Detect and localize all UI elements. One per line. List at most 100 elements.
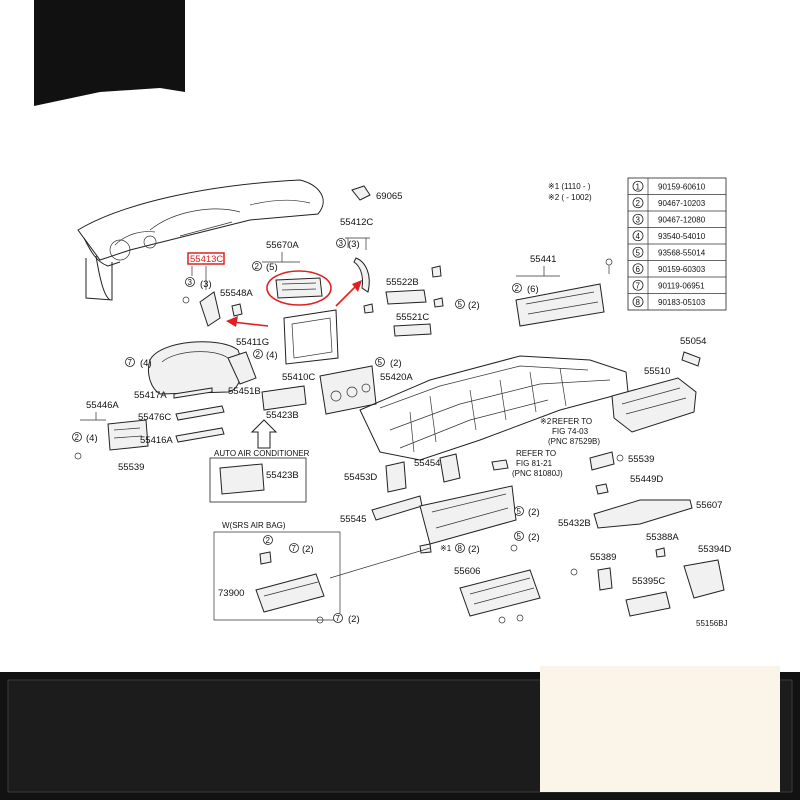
label-55432B: 55432B (558, 518, 591, 529)
label-55453D: 55453D (344, 472, 377, 483)
table-row-part-number: 93540-54010 (658, 232, 706, 241)
label-55394D: 55394D (698, 544, 731, 555)
part-55670A: 55670A 2 (5) (252, 240, 332, 306)
dashboard-outline (77, 179, 324, 301)
table-row-number: 3 (636, 215, 641, 224)
highlight-circle (266, 270, 332, 306)
table-row-number: 4 (636, 232, 641, 241)
label-55451B: 55451B (228, 386, 261, 397)
part-55389: 55389 (570, 552, 616, 591)
qty-55412C: (3) (348, 239, 360, 250)
table-row-number-circle (632, 230, 644, 242)
label-55412C: 55412C (340, 217, 373, 228)
srs-label: W(SRS AIR BAG) (222, 521, 286, 530)
qty-55670A: (5) (266, 262, 278, 273)
diagram-code: 55156BJ (696, 619, 728, 628)
note-2: ※2 ( - 1002) (548, 193, 592, 202)
label-55423B: 55423B (266, 410, 299, 421)
reference-note-1: ※2 REFER TO FIG 74-03 (PNC 87529B) (540, 417, 600, 446)
ref2-line1: REFER TO (516, 449, 556, 458)
label-55510: 55510 (644, 366, 670, 377)
part-55454B: 55454B (414, 453, 461, 483)
label-55449D: 55449D (630, 474, 663, 485)
ref2-line3: (PNC 81080J) (512, 469, 563, 478)
table-row-part-number: 93568-55014 (658, 248, 706, 257)
qty-55432B-c: (2) (468, 544, 480, 555)
part-55432B: 5 (2) 55432B 5 (2) ※1 8 (2) (419, 485, 591, 555)
part-55394D: 55394D (683, 544, 731, 599)
label-55521C: 55521C (396, 312, 429, 323)
srs-airbag-callout: W(SRS AIR BAG) 2 7 (2) 73900 7 (2) (213, 521, 431, 625)
table-row-part-number: 90467-10203 (658, 199, 706, 208)
corner-block (34, 0, 185, 106)
label-55389: 55389 (590, 552, 616, 563)
svg-text:3: 3 (188, 278, 193, 287)
label-55545: 55545 (340, 514, 366, 525)
part-55453D: 55453D (344, 461, 407, 493)
label-55411G: 55411G (236, 337, 269, 348)
table-row-number: 5 (636, 248, 641, 257)
part-55413C: 55413C 3 (3) (182, 252, 225, 327)
svg-text:7: 7 (292, 544, 297, 553)
table-row-part-number: 90159-60610 (658, 182, 706, 191)
label-55607: 55607 (696, 500, 722, 511)
label-55446A: 55446A (86, 400, 119, 411)
ref1-mark: ※2 (540, 417, 552, 426)
svg-text:5: 5 (517, 532, 522, 541)
table-row-number-circle (632, 263, 644, 275)
qty-55432B-a: (2) (528, 507, 540, 518)
label-55606: 55606 (454, 566, 480, 577)
table-row-number-circle (632, 213, 644, 225)
part-55441: 55441 2 (6) (512, 254, 613, 327)
part-55607: 55607 (593, 499, 722, 529)
qty-55432B-b: (2) (528, 532, 540, 543)
label-55539-left: 55539 (118, 462, 144, 473)
table-row-number: 2 (636, 199, 641, 208)
label-55417A: 55417A (134, 390, 167, 401)
part-55606: 55606 (454, 544, 541, 624)
qty-55522B: (2) (468, 300, 480, 311)
ref2-line2: FIG 81-21 (516, 459, 553, 468)
table-row-number-circle (632, 296, 644, 308)
qty-55413C: (3) (200, 279, 212, 290)
auto-ac-label: AUTO AIR CONDITIONER (214, 449, 310, 458)
table-row-part-number: 90467-12080 (658, 215, 706, 224)
part-55410C: 2 (4) 55410C (253, 309, 339, 383)
part-55395C: 55395C (625, 576, 671, 617)
svg-text:2: 2 (515, 284, 520, 293)
ref1-line3: (PNC 87529B) (548, 437, 600, 446)
ref1-line2: FIG 74-03 (552, 427, 589, 436)
svg-text:2: 2 (255, 262, 260, 271)
part-69065: 69065 (351, 185, 402, 202)
part-55412C: 55412C 3 (3) (336, 217, 373, 293)
svg-text:7: 7 (128, 358, 133, 367)
label-55454B: 55454B (414, 458, 447, 469)
bottom-banner (0, 666, 800, 800)
table-row-number: 7 (636, 281, 641, 290)
table-row-number-circle (632, 180, 644, 192)
label-55054: 55054 (680, 336, 706, 347)
qty-55411G: (4) (140, 358, 152, 369)
qty-55410C: (4) (266, 350, 278, 361)
label-55420A: 55420A (380, 372, 413, 383)
part-55388A: 55388A (646, 532, 679, 558)
qty-55446A: (4) (86, 433, 98, 444)
part-55522B: 55522B 5 (2) 55521C 5 (2) (363, 265, 480, 369)
label-55413C: 55413C (190, 254, 223, 265)
part-55510: 55510 (611, 366, 697, 433)
label-55423B-lower: 55423B (266, 470, 299, 481)
qty-55521C: (2) (390, 358, 402, 369)
label-55539-right: 55539 (628, 454, 654, 465)
instrument-panel-frame (359, 355, 629, 461)
part-trim-strips: 55417A 55476C 55416A (134, 387, 225, 446)
highlight-box (187, 252, 225, 265)
qty-srs-a: (2) (302, 544, 314, 555)
part-55545: 55545 (340, 495, 423, 525)
svg-text:2: 2 (256, 350, 261, 359)
table-row-part-number: 90159-60303 (658, 265, 706, 274)
label-55416A: 55416A (140, 435, 173, 446)
svg-text:5: 5 (517, 507, 522, 516)
table-row-part-number: 90119-06951 (658, 281, 705, 290)
table-row-number: 6 (636, 265, 641, 274)
table-row-number: 1 (636, 182, 641, 191)
